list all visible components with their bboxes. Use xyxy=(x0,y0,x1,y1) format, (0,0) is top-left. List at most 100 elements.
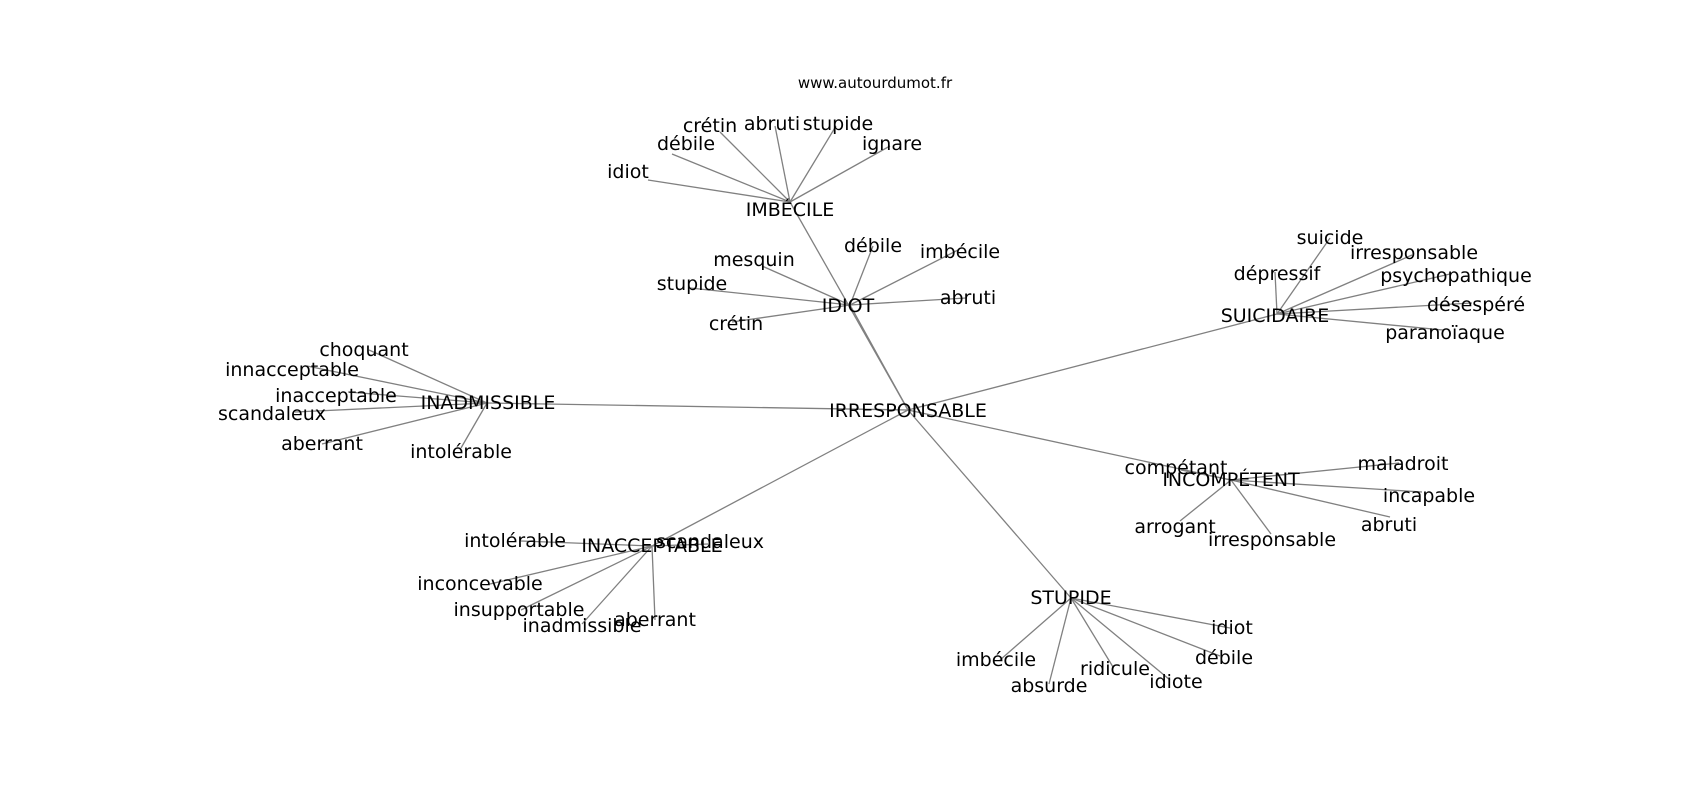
edge-cluster-3-word-4 xyxy=(321,402,488,445)
edge-cluster-2-word-4 xyxy=(1276,302,1473,315)
edge-cluster-1-word-4 xyxy=(849,249,959,306)
word-node[interactable]: ignare xyxy=(862,133,922,155)
word-node[interactable]: intolérable xyxy=(464,530,566,552)
edge-cluster-2-word-0 xyxy=(1276,237,1331,315)
word-node[interactable]: imbécile xyxy=(920,241,1000,263)
word-node[interactable]: stupide xyxy=(803,113,873,135)
edge-center-cluster-3 xyxy=(486,402,909,411)
edge-cluster-4-word-4 xyxy=(1230,479,1272,535)
cluster-node[interactable]: IDIOT xyxy=(822,295,875,317)
word-node[interactable]: compétant xyxy=(1125,457,1228,479)
edge-cluster-5-word-5 xyxy=(651,545,656,621)
edge-cluster-1-word-0 xyxy=(761,265,851,306)
edge-cluster-2-word-5 xyxy=(1276,313,1444,331)
word-node[interactable]: insupportable xyxy=(454,599,585,621)
edge-cluster-4-word-0 xyxy=(1180,469,1232,481)
edge-cluster-0-word-3 xyxy=(774,125,791,203)
word-node[interactable]: scandaleux xyxy=(656,531,764,553)
edge-cluster-3-word-5 xyxy=(460,402,488,449)
cluster-node[interactable]: STUPIDE xyxy=(1030,587,1111,609)
edge-center-cluster-1 xyxy=(849,304,909,411)
word-node[interactable]: irresponsable xyxy=(1350,242,1478,264)
cluster-node[interactable]: INACCEPTABLE xyxy=(581,535,722,557)
edge-cluster-6-word-3 xyxy=(1070,597,1114,668)
word-node[interactable]: crétin xyxy=(683,115,737,137)
word-node[interactable]: irresponsable xyxy=(1208,529,1336,551)
word-node[interactable]: innacceptable xyxy=(225,359,359,381)
edge-center-cluster-4 xyxy=(907,409,1232,481)
center-node[interactable]: IRRESPONSABLE xyxy=(829,400,987,422)
edge-cluster-0-word-2 xyxy=(719,131,791,203)
edge-cluster-3-word-2 xyxy=(347,391,488,404)
edge-cluster-2-word-2 xyxy=(1276,254,1413,315)
word-node[interactable]: aberrant xyxy=(281,433,363,455)
word-node[interactable]: scandaleux xyxy=(218,403,326,425)
edge-cluster-0-word-1 xyxy=(671,153,791,203)
edge-cluster-0-word-4 xyxy=(789,125,837,203)
word-node[interactable]: mesquin xyxy=(713,249,795,271)
edge-cluster-5-word-3 xyxy=(520,545,653,611)
edge-cluster-4-word-3 xyxy=(1230,479,1391,518)
word-node[interactable]: arrogant xyxy=(1134,516,1215,538)
word-node[interactable]: ridicule xyxy=(1080,658,1150,680)
word-node[interactable]: paranoïaque xyxy=(1385,322,1505,344)
edge-cluster-6-word-1 xyxy=(1070,597,1221,657)
edge-cluster-3-word-1 xyxy=(306,365,488,404)
edge-cluster-1-word-1 xyxy=(689,287,851,306)
edge-cluster-6-word-4 xyxy=(1048,597,1072,685)
edge-cluster-2-word-3 xyxy=(1276,273,1451,315)
edge-center-cluster-2 xyxy=(907,313,1278,411)
edges-layer xyxy=(294,125,1473,685)
word-node[interactable]: psychopathique xyxy=(1380,265,1532,287)
edge-center-cluster-6 xyxy=(907,409,1072,599)
edge-cluster-3-word-3 xyxy=(294,402,488,413)
word-node[interactable]: idiote xyxy=(1149,671,1202,693)
edge-cluster-4-word-2 xyxy=(1230,479,1423,493)
word-node[interactable]: inacceptable xyxy=(275,385,397,407)
word-node[interactable]: intolérable xyxy=(410,441,512,463)
cluster-node[interactable]: SUICIDAIRE xyxy=(1221,305,1330,327)
word-node[interactable]: dépressif xyxy=(1234,263,1322,285)
edge-cluster-0-word-0 xyxy=(647,179,791,203)
word-node[interactable]: débile xyxy=(1195,647,1253,669)
word-node[interactable]: débile xyxy=(657,133,715,155)
edge-cluster-5-word-4 xyxy=(581,545,653,625)
edge-cluster-1-word-2 xyxy=(731,304,851,323)
word-node[interactable]: abruti xyxy=(940,287,996,309)
word-node[interactable]: abruti xyxy=(1361,514,1417,536)
word-node[interactable]: incapable xyxy=(1383,485,1475,507)
word-node[interactable]: abruti xyxy=(744,113,800,135)
cluster-node[interactable]: INADMISSIBLE xyxy=(421,392,556,414)
word-node[interactable]: crétin xyxy=(709,313,763,335)
edge-cluster-5-word-0 xyxy=(520,540,653,547)
edge-center-cluster-5 xyxy=(651,409,909,547)
word-node[interactable]: imbécile xyxy=(956,649,1036,671)
word-node[interactable]: choquant xyxy=(319,339,408,361)
word-node[interactable]: stupide xyxy=(657,273,727,295)
word-node[interactable]: maladroit xyxy=(1358,453,1449,475)
word-node[interactable]: aberrant xyxy=(614,609,696,631)
edge-cluster-5-word-1 xyxy=(651,543,709,547)
edge-cluster-4-word-1 xyxy=(1230,462,1400,481)
edge-cluster-5-word-2 xyxy=(489,545,653,585)
word-node[interactable]: idiot xyxy=(607,161,649,183)
word-node[interactable]: débile xyxy=(844,235,902,257)
edge-cluster-0-word-5 xyxy=(789,145,891,203)
edge-cluster-1-word-5 xyxy=(849,297,967,306)
edge-cluster-4-word-5 xyxy=(1179,479,1232,522)
site-url: www.autourdumot.fr xyxy=(798,74,953,92)
word-node[interactable]: inconcevable xyxy=(417,573,543,595)
word-node[interactable]: absurde xyxy=(1011,675,1088,697)
edge-cluster-1-word-3 xyxy=(849,245,874,306)
edge-cluster-3-word-0 xyxy=(368,349,488,404)
edge-cluster-6-word-2 xyxy=(1070,597,1171,681)
word-node[interactable]: désespéré xyxy=(1427,294,1525,316)
cluster-node[interactable]: IMBÉCILE xyxy=(746,198,835,221)
edge-cluster-6-word-5 xyxy=(999,597,1072,661)
cluster-node[interactable]: INCOMPÉTENT xyxy=(1162,468,1300,491)
word-node[interactable]: idiot xyxy=(1211,617,1253,639)
word-node[interactable]: suicide xyxy=(1297,227,1364,249)
word-node[interactable]: inadmissible xyxy=(523,615,642,637)
